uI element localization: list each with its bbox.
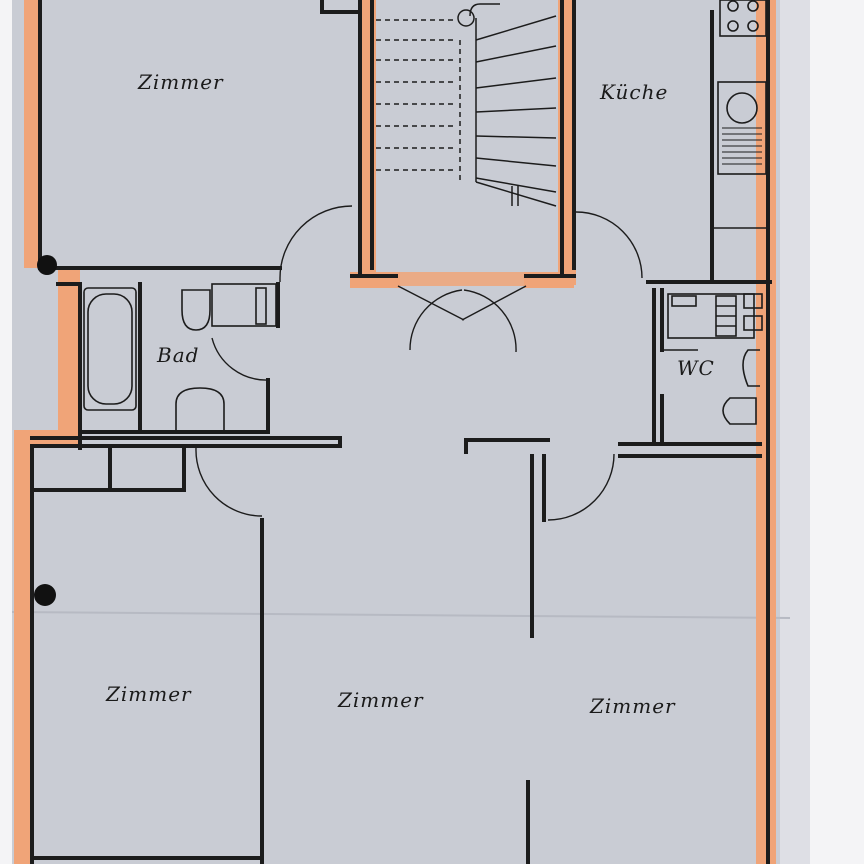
kitchen-fixtures [712, 0, 768, 229]
paper-fold [11, 611, 791, 619]
room-label-zimmer-bottom-middle: Zimmer [338, 688, 424, 712]
room-label-zimmer-bottom-right: Zimmer [590, 694, 676, 718]
room-label-zimmer-top-left: Zimmer [138, 70, 224, 94]
staircase [376, 3, 557, 207]
paper-shadow [780, 0, 810, 864]
column-dot-upper [37, 255, 57, 275]
wc-fixtures [667, 293, 763, 425]
room-label-kueche: Küche [600, 80, 669, 104]
bath-fixtures [83, 283, 277, 430]
walls [30, 0, 772, 864]
door-swings [195, 205, 698, 521]
room-label-wc: WC [677, 356, 715, 380]
room-label-bad: Bad [157, 343, 200, 367]
room-label-zimmer-bottom-left: Zimmer [106, 682, 192, 706]
column-dot-lower [34, 584, 56, 606]
